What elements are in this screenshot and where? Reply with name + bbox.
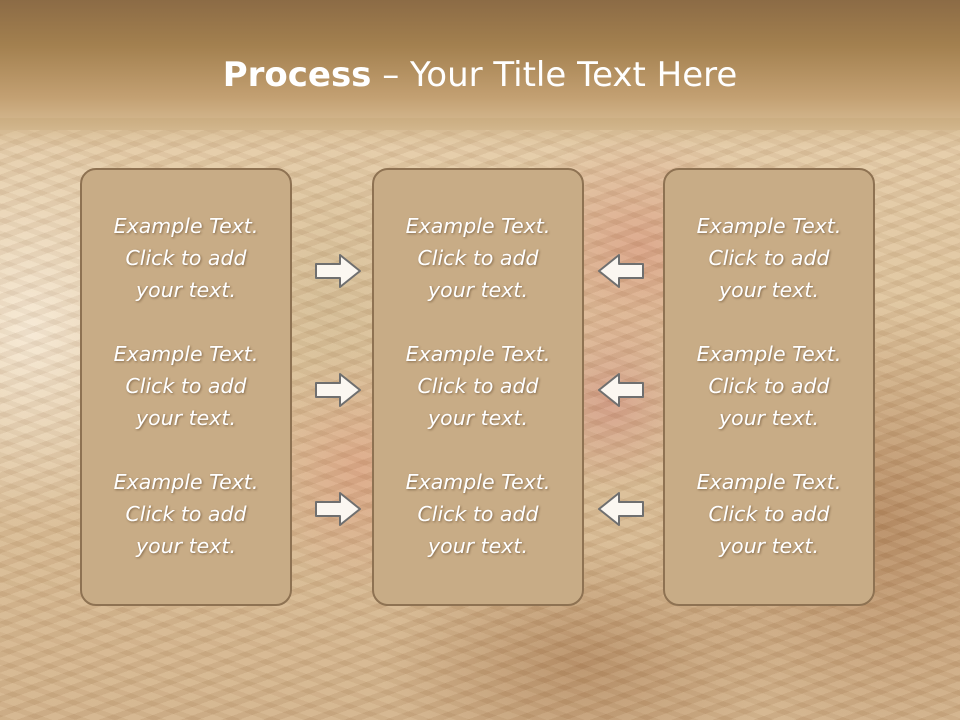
text-block[interactable]: Example Text. Click to add your text.	[90, 466, 282, 562]
text-line: Example Text.	[696, 214, 842, 238]
text-line: your text.	[136, 534, 236, 558]
text-line: Example Text.	[113, 342, 259, 366]
text-line: your text.	[428, 278, 528, 302]
process-box-1[interactable]: Example Text. Click to add your text. Ex…	[80, 168, 292, 606]
text-line: your text.	[428, 406, 528, 430]
text-line: your text.	[136, 406, 236, 430]
title-rest: – Your Title Text Here	[371, 55, 738, 95]
text-line: Click to add	[708, 246, 830, 270]
slide-title[interactable]: Process – Your Title Text Here	[0, 52, 960, 98]
text-line: Click to add	[417, 374, 539, 398]
text-line: Example Text.	[696, 470, 842, 494]
arrow-right-icon	[314, 371, 362, 409]
arrow-right-icon	[314, 252, 362, 290]
text-block[interactable]: Example Text. Click to add your text.	[673, 210, 865, 306]
text-line: your text.	[719, 278, 819, 302]
text-block[interactable]: Example Text. Click to add your text.	[382, 338, 574, 434]
text-line: your text.	[136, 278, 236, 302]
arrow-left-icon	[597, 371, 645, 409]
process-box-2[interactable]: Example Text. Click to add your text. Ex…	[372, 168, 584, 606]
text-line: Click to add	[417, 502, 539, 526]
text-line: Example Text.	[405, 214, 551, 238]
text-block[interactable]: Example Text. Click to add your text.	[673, 338, 865, 434]
text-line: Click to add	[417, 246, 539, 270]
text-line: your text.	[719, 534, 819, 558]
text-block[interactable]: Example Text. Click to add your text.	[90, 338, 282, 434]
text-line: Example Text.	[696, 342, 842, 366]
header-fade	[0, 118, 960, 148]
text-line: Click to add	[708, 374, 830, 398]
text-line: Example Text.	[405, 470, 551, 494]
text-line: Click to add	[125, 502, 247, 526]
text-line: your text.	[719, 406, 819, 430]
text-line: your text.	[428, 534, 528, 558]
arrow-left-icon	[597, 252, 645, 290]
text-block[interactable]: Example Text. Click to add your text.	[382, 466, 574, 562]
arrow-left-icon	[597, 490, 645, 528]
text-block[interactable]: Example Text. Click to add your text.	[90, 210, 282, 306]
title-bold: Process	[222, 55, 372, 95]
text-block[interactable]: Example Text. Click to add your text.	[382, 210, 574, 306]
text-line: Example Text.	[405, 342, 551, 366]
text-line: Click to add	[125, 246, 247, 270]
header-band	[0, 0, 960, 130]
process-box-3[interactable]: Example Text. Click to add your text. Ex…	[663, 168, 875, 606]
text-block[interactable]: Example Text. Click to add your text.	[673, 466, 865, 562]
arrow-right-icon	[314, 490, 362, 528]
text-line: Example Text.	[113, 214, 259, 238]
text-line: Click to add	[125, 374, 247, 398]
text-line: Example Text.	[113, 470, 259, 494]
text-line: Click to add	[708, 502, 830, 526]
